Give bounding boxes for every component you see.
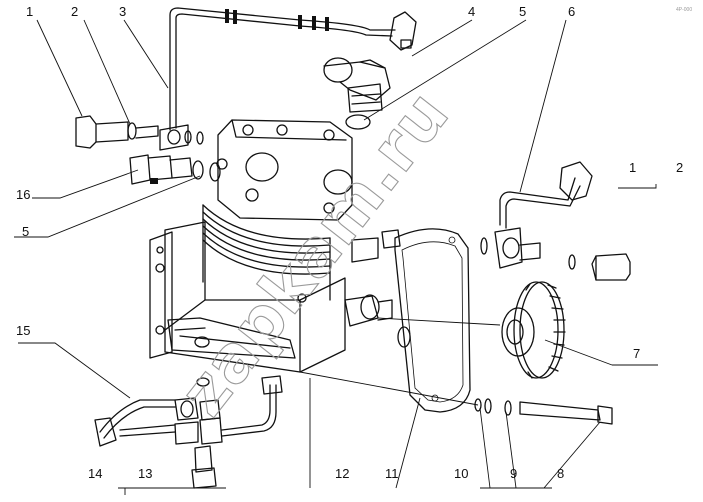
watermark: zapkam.ru	[166, 78, 464, 430]
leader-lines	[14, 19, 658, 495]
elbow-fitting-4	[323, 57, 391, 130]
callout-3: 3	[119, 4, 126, 19]
callout-1-top: 1	[26, 4, 33, 19]
plug-13	[191, 445, 217, 489]
callout-2-right: 2	[676, 160, 683, 175]
pipe-3	[159, 7, 417, 151]
callout-labels: 1 2 3 4 5 6 1 2 16 5 15 7 14 13 12 11 10…	[16, 4, 683, 481]
callout-15: 15	[16, 323, 30, 338]
callout-12: 12	[335, 466, 349, 481]
gasket-11	[394, 228, 471, 413]
long-bolt-8	[299, 371, 613, 425]
callout-16: 16	[16, 187, 30, 202]
callout-4: 4	[468, 4, 475, 19]
callout-7: 7	[633, 346, 640, 361]
left-bolt-assembly	[75, 115, 221, 185]
gear-7	[377, 281, 566, 379]
callout-5-top: 5	[519, 4, 526, 19]
callout-1-right: 1	[629, 160, 636, 175]
callout-14: 14	[88, 466, 102, 481]
callout-13: 13	[138, 466, 152, 481]
callout-11: 11	[385, 466, 399, 481]
callout-6: 6	[568, 4, 575, 19]
compressor-body	[149, 119, 393, 373]
callout-8: 8	[557, 466, 564, 481]
callout-9: 9	[510, 466, 517, 481]
drawing-code: 4P-000	[676, 7, 692, 13]
callout-10: 10	[454, 466, 468, 481]
callout-2-top: 2	[71, 4, 78, 19]
callout-5-left: 5	[22, 224, 29, 239]
pipe-6	[381, 161, 631, 281]
pipe-15	[94, 375, 283, 447]
